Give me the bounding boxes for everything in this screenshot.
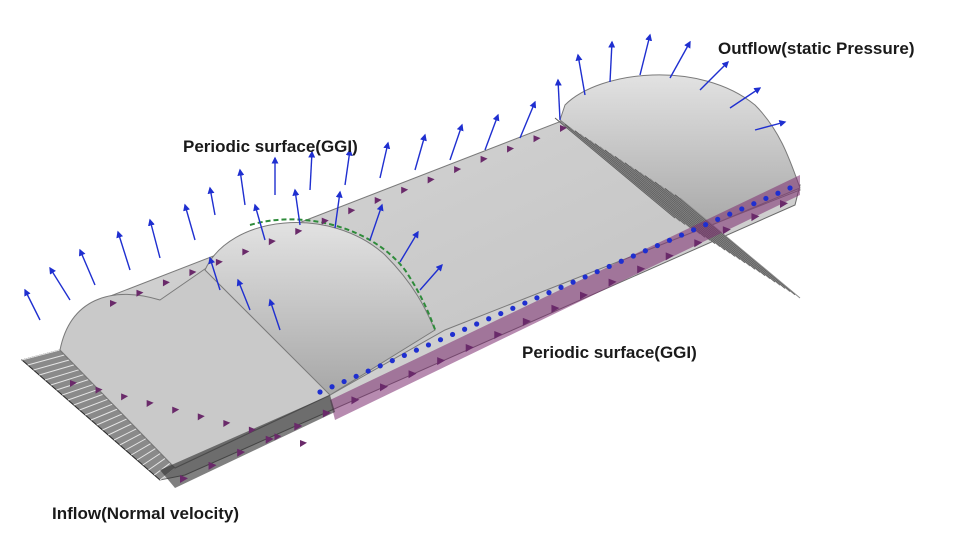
boundary-arrows [24, 33, 793, 395]
periodic-interface-edge [249, 218, 437, 333]
outflow-label: Outflow(static Pressure) [718, 39, 915, 58]
inflow-label: Inflow(Normal velocity) [52, 504, 240, 523]
inflow-mesh [20, 349, 176, 481]
periodic-surface-top-label: Periodic surface(GGI) [183, 137, 358, 156]
outflow-dome [559, 74, 801, 231]
periodic-surface-right-label: Periodic surface(GGI) [522, 343, 697, 362]
boundary-markers [70, 125, 788, 483]
left-edge-strip [160, 395, 335, 488]
